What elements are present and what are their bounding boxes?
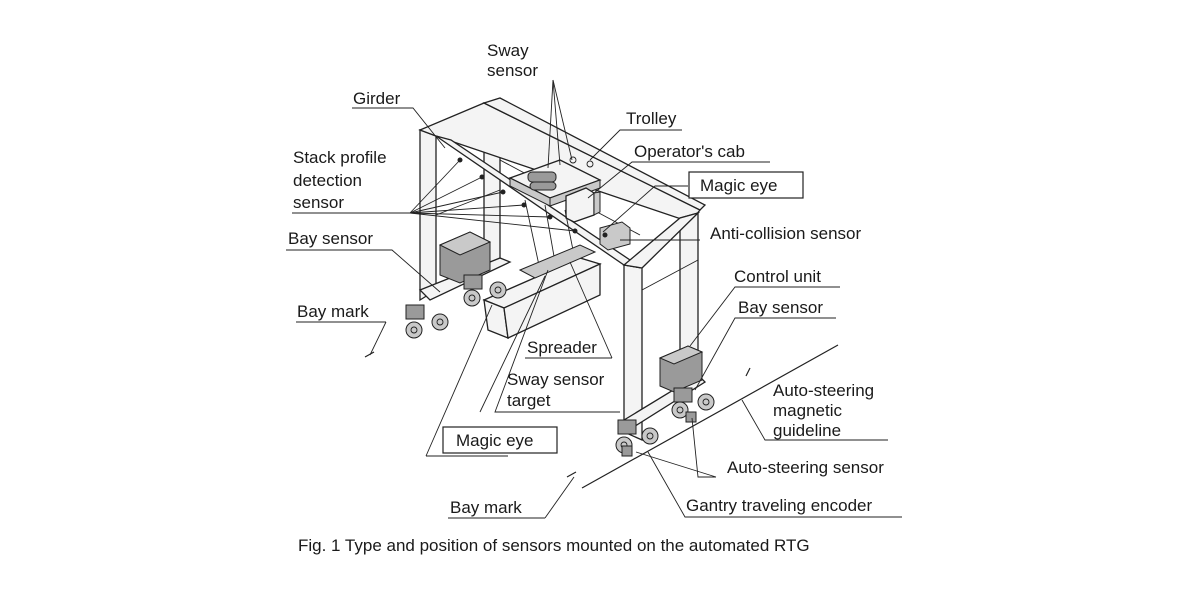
label-bay-sensor-left: Bay sensor xyxy=(288,229,373,248)
control-unit-right xyxy=(658,345,704,393)
label-spreader: Spreader xyxy=(527,338,597,357)
label-stack-profile-3: sensor xyxy=(293,193,344,212)
label-auto-steer-guide-3: guideline xyxy=(773,421,841,440)
label-magic-eye-top: Magic eye xyxy=(700,176,777,195)
operators-cab xyxy=(565,187,601,223)
magic-eye-bottom-box xyxy=(442,426,558,454)
leader-lines xyxy=(286,79,902,519)
label-sway-target-1: Sway sensor xyxy=(507,370,605,389)
wheels xyxy=(405,274,715,457)
label-auto-steer-guide-1: Auto-steering xyxy=(773,381,874,400)
label-magic-eye-bottom: Magic eye xyxy=(456,431,533,450)
magnetic-guideline xyxy=(581,344,839,489)
label-girder: Girder xyxy=(353,89,401,108)
magic-eye-top-box xyxy=(688,171,804,199)
label-bay-mark-bottom: Bay mark xyxy=(450,498,522,517)
label-trolley: Trolley xyxy=(626,109,677,128)
bay-mark-left-symbol xyxy=(364,351,375,358)
control-unit-left xyxy=(438,231,492,284)
label-operators-cab: Operator's cab xyxy=(634,142,745,161)
spreader-container xyxy=(482,199,602,340)
label-bay-sensor-right: Bay sensor xyxy=(738,298,823,317)
label-stack-profile-2: detection xyxy=(293,171,362,190)
label-auto-steering-sensor: Auto-steering sensor xyxy=(727,458,884,477)
label-anti-collision-sensor: Anti-collision sensor xyxy=(710,224,862,243)
anti-collision-unit xyxy=(599,221,631,251)
label-stack-profile-1: Stack profile xyxy=(293,148,387,167)
label-sway-sensor-1: Sway xyxy=(487,41,529,60)
guideline-tick xyxy=(745,367,751,377)
figure-caption: Fig. 1 Type and position of sensors moun… xyxy=(298,536,810,555)
label-gantry-traveling-encoder: Gantry traveling encoder xyxy=(686,496,872,515)
bay-mark-bottom-symbol xyxy=(566,471,577,478)
label-auto-steer-guide-2: magnetic xyxy=(773,401,842,420)
label-control-unit: Control unit xyxy=(734,267,821,286)
label-bay-mark-left: Bay mark xyxy=(297,302,369,321)
label-sway-sensor-2: sensor xyxy=(487,61,538,80)
label-sway-target-2: target xyxy=(507,391,551,410)
